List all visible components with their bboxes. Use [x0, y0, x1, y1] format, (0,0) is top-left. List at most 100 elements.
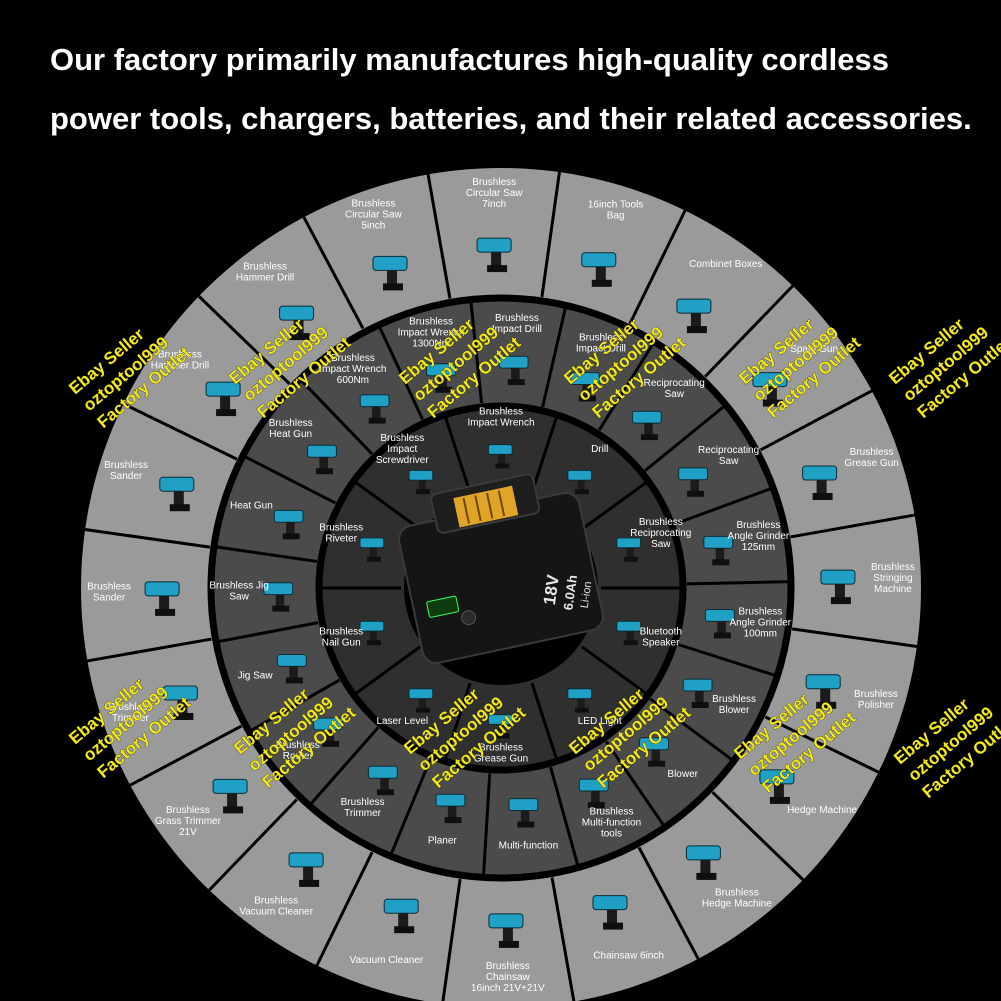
segment-divider	[389, 759, 432, 855]
product-image	[273, 509, 304, 540]
segment-divider	[443, 416, 472, 494]
segment-divider	[197, 295, 291, 385]
product-image	[581, 252, 617, 287]
segment-divider	[675, 487, 772, 526]
segment-divider	[530, 682, 559, 760]
segment-divider	[581, 480, 648, 531]
battery-capacity: 6.0Ah	[560, 574, 580, 611]
product-image	[359, 537, 385, 562]
product-image	[820, 569, 856, 605]
product-image	[567, 469, 593, 495]
segment-divider	[309, 726, 380, 806]
headline-line-2: power tools, chargers, batteries, and th…	[50, 101, 972, 136]
product-image	[205, 381, 241, 417]
product-image	[408, 688, 434, 713]
segment-divider	[129, 724, 243, 787]
product-image	[476, 237, 512, 273]
product-image	[616, 537, 642, 562]
product-image	[759, 769, 795, 804]
product-image	[685, 845, 721, 880]
product-image	[488, 913, 524, 948]
product-image	[263, 582, 294, 612]
product-image	[372, 255, 408, 291]
segment-divider	[549, 766, 580, 866]
product-image	[678, 467, 709, 497]
product-image	[367, 765, 398, 796]
product-image	[306, 444, 337, 475]
product-image	[703, 535, 734, 566]
segment-divider	[530, 416, 559, 494]
product-image	[704, 609, 735, 639]
segment-divider	[711, 791, 805, 881]
product-image	[802, 465, 838, 500]
product-label: Multi-function	[499, 841, 558, 852]
product-image	[805, 674, 841, 709]
watermark: Ebay Seller oztoptool999 Factory Outlet	[890, 694, 1001, 802]
battery-chemistry: Li-ion	[579, 581, 595, 609]
product-image	[578, 778, 609, 808]
product-label: Blower	[667, 769, 698, 780]
segment-divider	[764, 715, 880, 774]
segment-divider	[598, 342, 655, 431]
segment-divider	[217, 621, 319, 644]
product-image	[569, 372, 600, 402]
product-image	[487, 714, 513, 739]
segment-divider	[790, 513, 915, 539]
product-image	[383, 898, 419, 934]
product-label: Heat Gun	[230, 500, 273, 511]
battery-terminals	[453, 485, 519, 528]
battery-test-button	[461, 610, 477, 626]
battery-voltage: 18V	[540, 573, 563, 606]
product-image	[676, 298, 712, 334]
segment-divider	[87, 637, 212, 663]
segment-divider	[215, 545, 318, 563]
segment-divider	[677, 643, 776, 677]
segment-divider	[628, 209, 687, 325]
product-label: Vacuum Cleaner	[350, 955, 424, 966]
product-image	[276, 654, 307, 684]
segment-divider	[315, 851, 374, 967]
product-image	[631, 410, 662, 441]
product-label: Combinet Boxes	[689, 259, 762, 270]
segment-divider	[482, 773, 492, 876]
segment-divider	[604, 740, 666, 827]
product-label: Spary Gun	[790, 344, 838, 355]
product-image	[592, 895, 628, 930]
product-image	[162, 685, 198, 720]
segment-divider	[791, 627, 918, 648]
product-image	[144, 581, 180, 616]
product-image	[487, 444, 513, 469]
product-label: Chainsaw 6inch	[593, 951, 664, 962]
product-image	[435, 793, 466, 824]
product-label: Jig Saw	[238, 671, 274, 682]
product-label: Laser Level	[376, 716, 428, 727]
segment-divider	[686, 580, 789, 586]
product-image	[682, 678, 713, 708]
battery-charge-indicator	[426, 595, 460, 618]
segment-divider	[250, 678, 341, 732]
segment-divider	[302, 216, 365, 330]
segment-divider	[469, 301, 484, 404]
segment-divider	[208, 798, 298, 892]
headline-line-1: Our factory primarily manufactures high-…	[50, 42, 889, 77]
